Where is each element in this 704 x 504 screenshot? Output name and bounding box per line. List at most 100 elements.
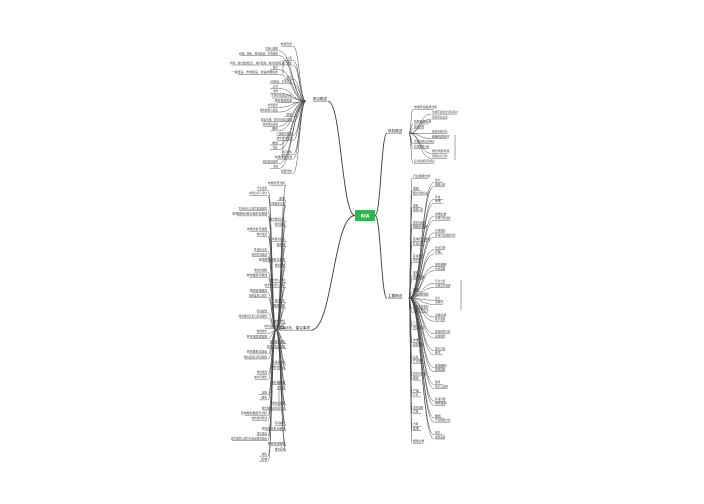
c_nodes-node-5[interactable]: 投资风险评估 bbox=[432, 130, 448, 134]
c_nodes-node-3[interactable]: 风险结构分析 bbox=[414, 119, 431, 124]
b_nodes-node-8[interactable]: 规模分析 bbox=[413, 208, 424, 212]
b_nodes-node-57[interactable]: 规划 bbox=[435, 413, 441, 418]
root-node-box[interactable] bbox=[355, 210, 375, 221]
d_nodes-node-25[interactable]: 区域规划 bbox=[257, 309, 268, 313]
b_nodes-node-55[interactable]: 城市规模 bbox=[413, 405, 424, 409]
c_nodes-node-10[interactable]: 风险综合分析 bbox=[432, 154, 448, 158]
a_nodes-node-25[interactable]: 项目发展规划 bbox=[262, 160, 278, 164]
d_nodes-node-45[interactable]: 区域规划发展与分析 bbox=[241, 410, 267, 415]
b_nodes-node-37[interactable]: 发展规划分析 bbox=[435, 330, 451, 334]
d_nodes-node-27[interactable]: 城市分析 bbox=[273, 318, 285, 323]
branch-b[interactable]: 主要概述 bbox=[388, 293, 403, 298]
a_nodes-node-27[interactable]: 全面分析 bbox=[280, 168, 292, 173]
d_nodes-node-43[interactable]: 城市化规划 bbox=[272, 401, 285, 405]
b_nodes-node-41[interactable]: 技术方案 bbox=[435, 346, 446, 350]
b_nodes-node-22[interactable]: 行业发展 bbox=[435, 267, 446, 271]
d_nodes-node-29[interactable]: 规划城市 bbox=[257, 329, 268, 333]
d_nodes-node-35[interactable]: 区域城市化 bbox=[272, 360, 285, 364]
d_nodes-node-7[interactable]: 城市规划分析 bbox=[269, 217, 285, 221]
a_nodes-node-26[interactable]: 市场 bbox=[273, 164, 279, 168]
b_nodes-node-5[interactable]: 区域 bbox=[435, 195, 441, 199]
b_nodes-node-49[interactable]: 规划 bbox=[435, 380, 441, 384]
a_nodes-node-6[interactable]: 一级建设，市场建设，建设成果综合 bbox=[232, 69, 278, 74]
b_nodes-node-10[interactable]: 市场分析规模 bbox=[435, 216, 451, 220]
d_nodes-node-49[interactable]: 城市建设 bbox=[257, 431, 268, 435]
b_nodes-node-7[interactable]: 规模 bbox=[413, 203, 419, 207]
b_nodes-node-9[interactable]: 市场分析 bbox=[435, 211, 447, 216]
b_nodes-node-40[interactable]: 规划规模 bbox=[413, 342, 424, 346]
a_nodes-node-3[interactable]: 以及 bbox=[286, 56, 292, 60]
a_nodes-node-10[interactable]: 市场 bbox=[273, 89, 279, 93]
a_nodes-node-9[interactable]: 公司 bbox=[272, 83, 278, 88]
d_nodes-node-44[interactable]: 城市规划发展与分析 bbox=[262, 406, 286, 410]
d_nodes-node-1[interactable]: 行业政策 bbox=[257, 186, 268, 190]
d_nodes-node-14[interactable]: 城市区域发展 bbox=[251, 253, 267, 257]
b_nodes-node-3[interactable]: 发展 bbox=[413, 186, 419, 191]
d_nodes-node-42[interactable]: 城市 bbox=[261, 395, 267, 400]
c_nodes-node-6[interactable]: 政策风险应对 bbox=[432, 133, 449, 138]
b_nodes-node-38[interactable]: 发展规划 bbox=[435, 334, 446, 338]
b_nodes-node-17[interactable]: 行业市场 bbox=[435, 246, 446, 250]
b_nodes-node-45[interactable]: 区域规划 bbox=[435, 362, 447, 367]
branch-d[interactable]: 市场分析，建议事项 bbox=[278, 325, 311, 330]
a_nodes-node-19[interactable]: 产品服务质量 bbox=[276, 131, 292, 135]
b_nodes-node-63[interactable]: 规划分析 bbox=[413, 438, 425, 443]
b_nodes-node-58[interactable]: 行业规模分析 bbox=[435, 418, 451, 422]
d_nodes-node-53[interactable]: 城市 bbox=[262, 452, 268, 456]
a_nodes-node-17[interactable]: 城市建设发展 bbox=[262, 122, 278, 126]
b_nodes-node-62[interactable]: 规划发展 bbox=[435, 435, 446, 439]
d_nodes-node-21[interactable]: 城市区域规划 bbox=[250, 287, 267, 292]
b_nodes-node-12[interactable]: 规模化发展 bbox=[413, 223, 428, 228]
b_nodes-node-27[interactable]: 规模 bbox=[413, 287, 419, 292]
d_nodes-node-24[interactable]: 发展分析 bbox=[273, 303, 285, 308]
d_nodes-node-46[interactable]: 城市规划区域 bbox=[251, 416, 267, 420]
b_nodes-node-44[interactable]: 行业规划 bbox=[413, 359, 424, 363]
b_nodes-node-56[interactable]: 市场 bbox=[413, 410, 419, 414]
b_nodes-node-39[interactable]: 市场 bbox=[413, 337, 419, 342]
b_nodes-node-60[interactable]: 区域 bbox=[413, 425, 419, 430]
d_nodes-node-5[interactable]: 市场分析与城市发展规划 bbox=[238, 207, 267, 211]
b_nodes-node-0[interactable]: 行业规模分析 bbox=[413, 173, 430, 178]
b_nodes-node-51[interactable]: 产品 bbox=[413, 388, 419, 393]
a_nodes-node-13[interactable]: 市场服务 bbox=[268, 103, 279, 107]
a_nodes-node-7[interactable]: 参与 bbox=[287, 75, 293, 79]
b_nodes-node-33[interactable]: 竞争分析 bbox=[435, 312, 447, 317]
a_nodes-node-18[interactable]: 服务 bbox=[272, 126, 278, 131]
root-node[interactable]: RIA bbox=[355, 210, 375, 221]
b_nodes-node-30[interactable]: 竞争力 bbox=[435, 299, 444, 304]
b_nodes-node-50[interactable]: 技术与规划 bbox=[435, 384, 448, 388]
d_nodes-node-52[interactable]: 城市区域 bbox=[275, 447, 286, 451]
b_nodes-node-32[interactable]: 主要竞争对手 bbox=[413, 309, 429, 313]
a_nodes-node-20[interactable]: 城市规划发展 bbox=[276, 136, 292, 140]
b_nodes-node-47[interactable]: 城市化规划 bbox=[413, 372, 426, 376]
c_nodes-node-4[interactable]: 融资风险 bbox=[414, 125, 425, 129]
d_nodes-node-31[interactable]: 城市规划建设 bbox=[269, 339, 285, 343]
d_nodes-node-40[interactable]: 区域化 bbox=[277, 385, 285, 389]
a_nodes-node-21[interactable]: 规划 bbox=[272, 140, 278, 145]
b_nodes-node-23[interactable]: 规模 bbox=[413, 271, 419, 275]
a_nodes-node-2[interactable]: 政策、组织、规划建设、市场建设 bbox=[239, 51, 278, 55]
b_nodes-node-46[interactable]: 规划规模 bbox=[435, 367, 446, 371]
d_nodes-node-2[interactable]: 市场分析与评价 bbox=[249, 191, 268, 195]
b_nodes-node-36[interactable]: 市场定位 bbox=[413, 324, 425, 329]
a_nodes-node-22[interactable]: 指标 bbox=[273, 145, 279, 149]
d_nodes-node-16[interactable]: 城市规划 bbox=[275, 263, 286, 267]
b_nodes-node-48[interactable]: 规划 bbox=[413, 375, 419, 380]
b_nodes-node-18[interactable]: 产品 bbox=[435, 249, 441, 254]
a_nodes-node-0[interactable]: 市场背景 bbox=[280, 41, 292, 46]
d_nodes-node-20[interactable]: 城市化规划与分析 bbox=[264, 283, 285, 287]
d_nodes-node-22[interactable]: 规划发展与城市 bbox=[249, 293, 268, 297]
d_nodes-node-36[interactable]: 城市化建设 bbox=[271, 364, 286, 369]
d_nodes-node-18[interactable]: 城市发展与规划 bbox=[247, 272, 267, 277]
b_nodes-node-11[interactable]: 城市化趋势 bbox=[413, 220, 426, 224]
b_nodes-node-19[interactable]: 区域市场 bbox=[413, 254, 424, 258]
d_nodes-node-41[interactable]: 规划 bbox=[262, 391, 268, 395]
d_nodes-node-47[interactable]: 区域城市 bbox=[275, 421, 286, 425]
b_nodes-node-16[interactable]: 区域分析 bbox=[413, 241, 424, 245]
a_nodes-node-15[interactable]: 增长 bbox=[286, 112, 292, 117]
a_nodes-node-24[interactable]: 市场开发计划 bbox=[275, 154, 292, 159]
b_nodes-node-24[interactable]: 发展趋势 bbox=[413, 274, 425, 279]
a_nodes-node-23[interactable]: 公司市场 bbox=[282, 150, 293, 154]
b_nodes-node-25[interactable]: 行业分析 bbox=[435, 279, 446, 283]
c_nodes-node-9[interactable]: 财务风险评估 bbox=[432, 148, 449, 153]
